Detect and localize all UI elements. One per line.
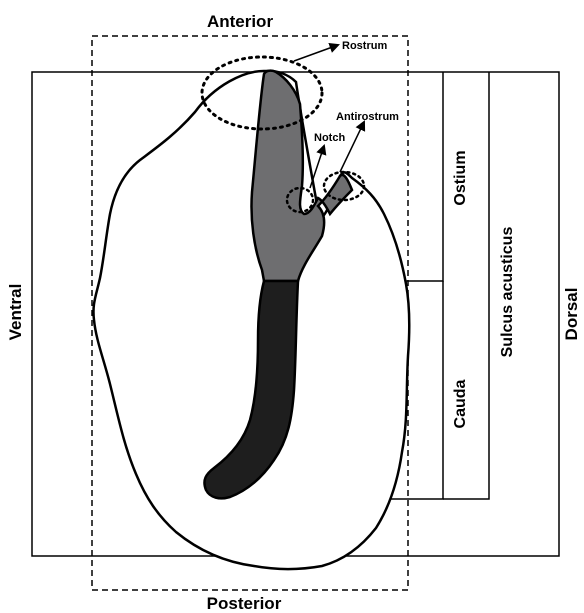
- otolith-outline: [93, 71, 409, 569]
- antirostrum-arrow: [340, 122, 364, 172]
- rostrum-arrow: [294, 45, 338, 61]
- ventral-label: Ventral: [6, 284, 25, 341]
- posterior-label: Posterior: [207, 594, 282, 613]
- ostium-label: Ostium: [452, 150, 469, 205]
- anterior-label: Anterior: [207, 12, 274, 31]
- antirostrum-label: Antirostrum: [336, 111, 399, 123]
- rostrum-label: Rostrum: [342, 40, 387, 52]
- sulcus-acusticus-box: [443, 72, 489, 499]
- dorsal-label: Dorsal: [562, 288, 581, 341]
- notch-label: Notch: [314, 132, 345, 144]
- sulcus-acusticus-label: Sulcus acusticus: [499, 227, 516, 358]
- notch-arrow: [310, 146, 324, 188]
- cauda-label: Cauda: [452, 379, 469, 428]
